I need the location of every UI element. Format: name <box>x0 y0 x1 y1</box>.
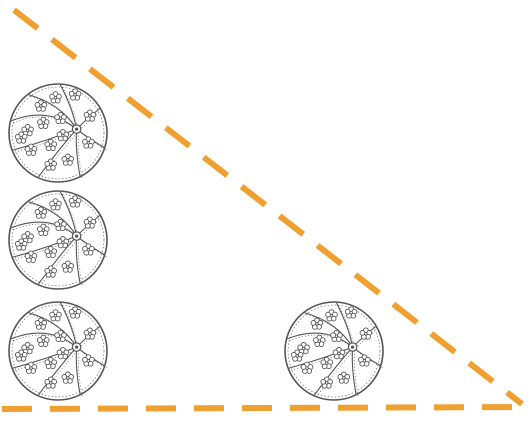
balls-layer <box>9 84 383 400</box>
ball-left-middle <box>9 191 107 289</box>
ball-bottom-right <box>285 302 383 400</box>
ball-left-top <box>9 84 107 182</box>
baseline-dashed-line <box>2 407 526 409</box>
ball-left-bottom <box>9 302 107 400</box>
